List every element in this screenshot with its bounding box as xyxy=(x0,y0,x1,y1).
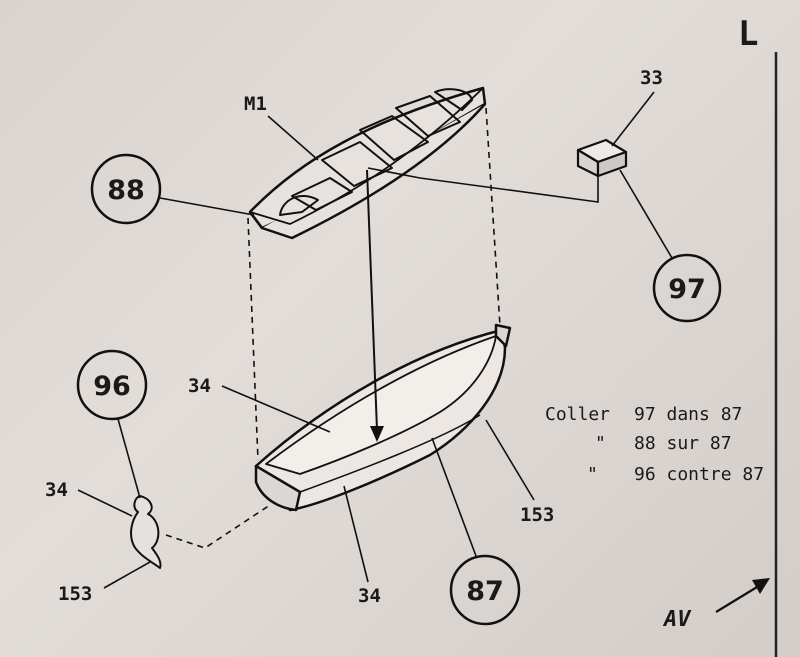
orientation-arrow-line xyxy=(715,583,763,613)
hull-part xyxy=(254,323,512,512)
grating-leader xyxy=(267,115,319,161)
callout-97: 97 xyxy=(619,169,722,323)
block-connection-line xyxy=(367,167,599,203)
figurehead-leader-153 xyxy=(103,561,151,589)
figurehead-label-153: 153 xyxy=(58,583,92,605)
instruction-line-3-ditto: " xyxy=(587,464,598,485)
page-letter: L xyxy=(738,14,758,54)
callout-87-number: 87 xyxy=(466,576,504,607)
hull-leader-34-top xyxy=(221,385,331,433)
hull-label-34-bottom: 34 xyxy=(358,585,381,607)
grating-part xyxy=(248,86,487,240)
block-label: 33 xyxy=(640,67,663,89)
callout-88: 88 xyxy=(90,153,255,225)
callout-96-number: 96 xyxy=(93,371,131,402)
instruction-line-1-verb: Coller xyxy=(545,404,610,425)
hull-leader-153 xyxy=(485,419,535,501)
block-part xyxy=(576,138,628,178)
orientation-label: AV xyxy=(662,607,692,632)
instructions-block: Coller 97 dans 87 " 88 sur 87 " 96 contr… xyxy=(545,404,764,485)
figurehead-part xyxy=(130,495,162,569)
alignment-lines xyxy=(165,107,501,549)
callout-87: 87 xyxy=(431,437,521,626)
insert-arrow-head xyxy=(370,426,384,442)
figurehead-leader-34 xyxy=(77,489,133,517)
instruction-line-3-text: 96 contre 87 xyxy=(634,464,764,485)
figurehead-label-34: 34 xyxy=(45,479,68,501)
hull-label-153: 153 xyxy=(520,504,554,526)
orientation-arrow-head xyxy=(752,578,770,594)
callout-96: 96 xyxy=(76,349,148,499)
insert-arrow-line xyxy=(366,169,378,431)
instruction-line-1-text: 97 dans 87 xyxy=(634,404,742,425)
instruction-line-2-ditto: " xyxy=(595,433,606,454)
hull-leader-34-bottom xyxy=(343,485,369,583)
hull-label-34-top: 34 xyxy=(188,375,211,397)
orientation-mark: AV xyxy=(662,578,770,632)
instruction-line-2-text: 88 sur 87 xyxy=(634,433,732,454)
callout-97-number: 97 xyxy=(668,274,706,305)
callout-88-number: 88 xyxy=(107,175,145,206)
grating-label: M1 xyxy=(244,93,267,115)
block-leader xyxy=(611,91,655,147)
